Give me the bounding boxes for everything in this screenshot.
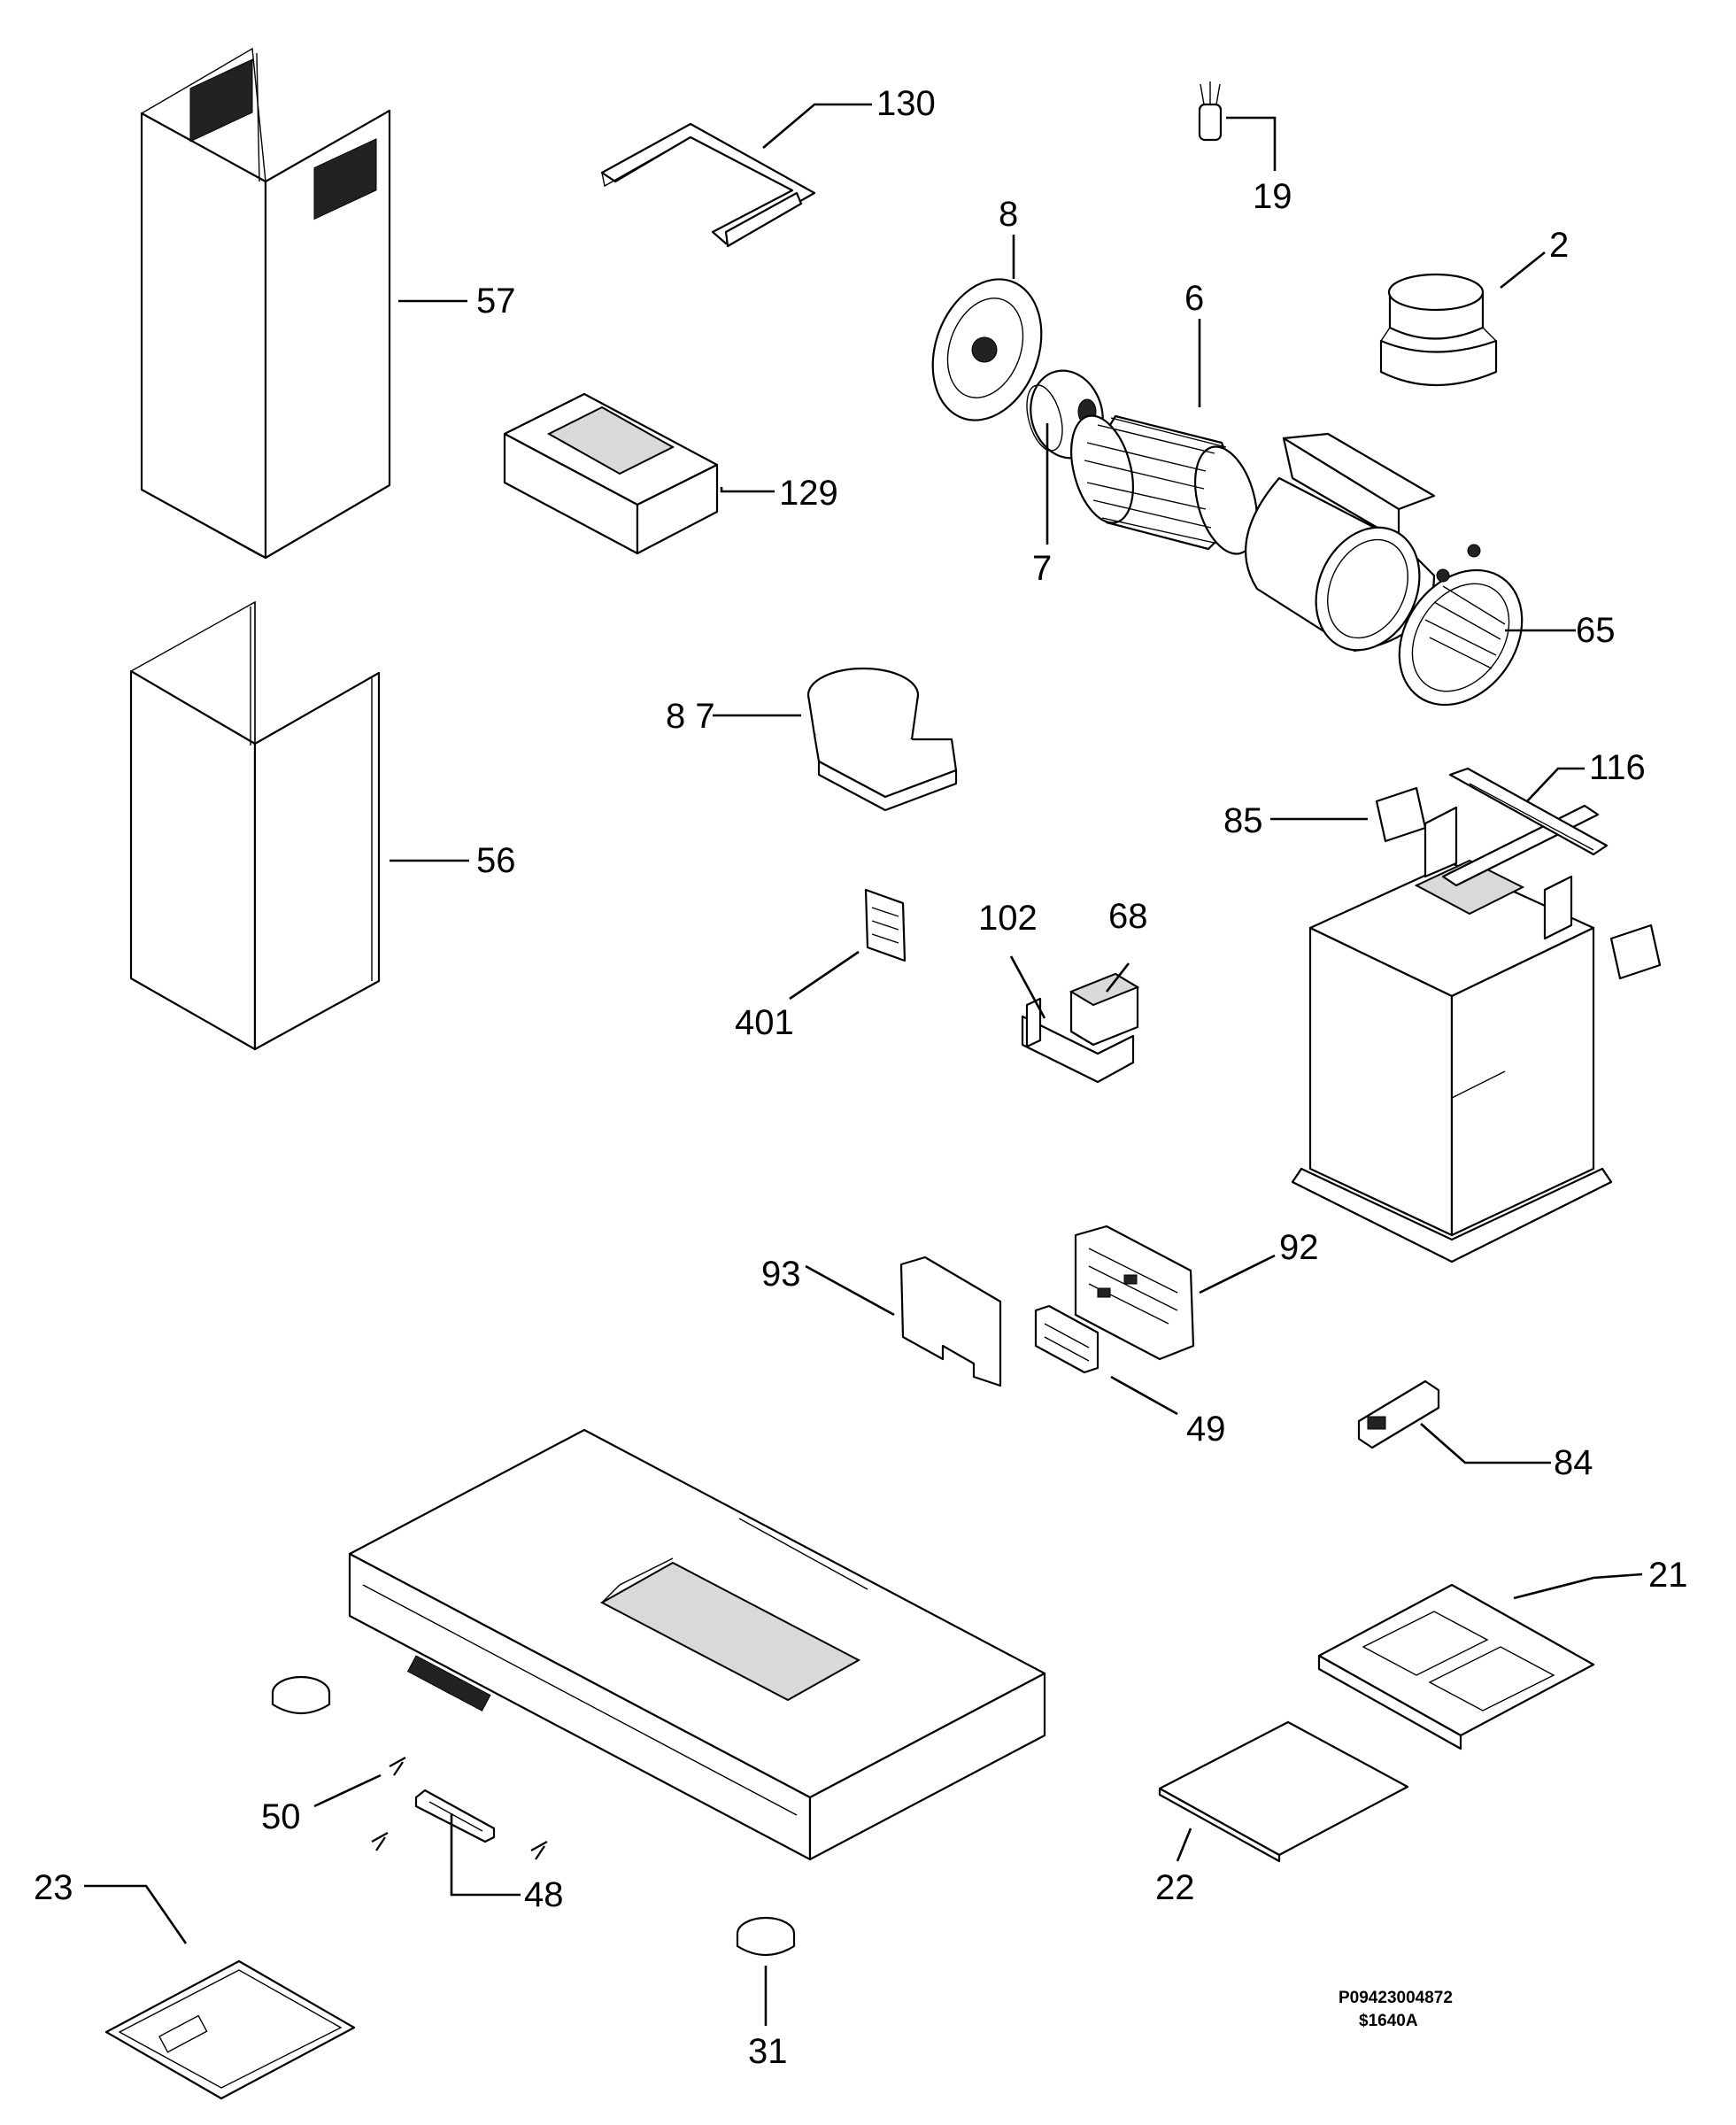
label-19: 19 bbox=[1253, 177, 1292, 216]
exhaust-collar-part bbox=[1379, 273, 1498, 387]
label-49: 49 bbox=[1186, 1410, 1226, 1449]
knob-left-part bbox=[271, 1675, 331, 1714]
motor-plate-part bbox=[931, 278, 1043, 421]
grease-filter-23-part bbox=[104, 1959, 356, 2100]
fan-guard-part bbox=[1398, 544, 1524, 707]
transformer-part bbox=[1021, 972, 1140, 1084]
small-board-401-part bbox=[864, 888, 907, 962]
reference-revision: $1640A bbox=[1359, 2012, 1418, 2030]
lower-chimney-part bbox=[129, 600, 381, 1051]
duct-box-part bbox=[503, 392, 719, 555]
label-116: 116 bbox=[1589, 748, 1646, 787]
label-92: 92 bbox=[1279, 1228, 1319, 1267]
capacitor-part bbox=[1198, 81, 1223, 142]
knob-31-part bbox=[736, 1916, 796, 1956]
leader-lines bbox=[84, 103, 1643, 2026]
control-box-92-part bbox=[1074, 1225, 1195, 1361]
rail-116-part bbox=[1448, 767, 1609, 856]
label-93: 93 bbox=[761, 1255, 801, 1294]
label-2: 2 bbox=[1549, 226, 1569, 265]
label-130: 130 bbox=[876, 84, 936, 123]
label-102: 102 bbox=[978, 899, 1038, 938]
upper-chimney-part bbox=[140, 47, 391, 560]
filter-frame-21-part bbox=[1317, 1583, 1595, 1750]
label-87: 8 7 bbox=[666, 697, 715, 736]
terminal-block-85-part bbox=[1375, 786, 1662, 980]
blower-housing-part bbox=[1245, 432, 1436, 653]
label-84: 84 bbox=[1554, 1443, 1593, 1482]
label-23: 23 bbox=[34, 1868, 73, 1907]
label-48: 48 bbox=[524, 1875, 564, 1914]
label-85: 85 bbox=[1223, 801, 1263, 840]
control-bar-48-part bbox=[414, 1789, 496, 1843]
label-8: 8 bbox=[999, 195, 1018, 234]
motor-housing-box-part bbox=[1291, 804, 1613, 1263]
reference-code: P09423004872 bbox=[1339, 1989, 1453, 2007]
plate-93-part bbox=[899, 1256, 1002, 1387]
label-56: 56 bbox=[476, 841, 516, 880]
label-129: 129 bbox=[779, 474, 838, 513]
bracket-130-part bbox=[600, 122, 816, 248]
label-50: 50 bbox=[261, 1797, 301, 1836]
label-21: 21 bbox=[1648, 1556, 1688, 1595]
label-31: 31 bbox=[748, 2032, 788, 2071]
filter-22-part bbox=[1158, 1720, 1409, 1863]
air-transition-part bbox=[806, 667, 958, 812]
label-68: 68 bbox=[1108, 897, 1148, 936]
label-57: 57 bbox=[476, 282, 516, 321]
part-number-labels: 130 19 8 2 57 6 129 7 65 8 7 116 85 102 … bbox=[34, 84, 1688, 2071]
board-49-part bbox=[1034, 1304, 1099, 1374]
switch-84-part bbox=[1357, 1379, 1440, 1449]
label-7: 7 bbox=[1032, 549, 1052, 588]
hood-canopy-part bbox=[348, 1428, 1046, 1861]
label-65: 65 bbox=[1576, 611, 1616, 650]
label-401: 401 bbox=[735, 1003, 794, 1042]
blower-wheel-part bbox=[1070, 414, 1258, 555]
label-6: 6 bbox=[1184, 279, 1204, 318]
reference-code-block: P09423004872 $1640A bbox=[1339, 1989, 1453, 2030]
fastener-50-part bbox=[371, 1757, 548, 1860]
label-22: 22 bbox=[1155, 1868, 1195, 1907]
